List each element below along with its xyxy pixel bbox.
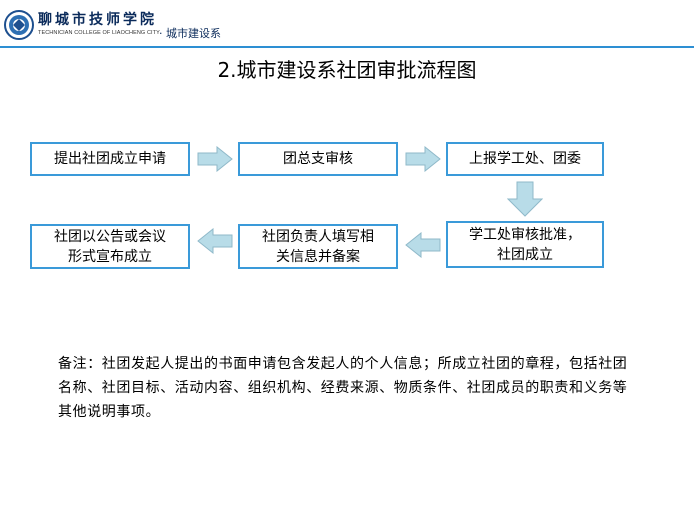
flow-step-label-line2: 形式宣布成立 <box>68 248 152 265</box>
remarks-note: 备注：社团发起人提出的书面申请包含发起人的个人信息；所成立社团的章程，包括社团名… <box>58 356 628 420</box>
school-name-en: TECHNICIAN COLLEGE OF LIAOCHENG CITY <box>38 30 160 36</box>
header: 聊城市技师学院 TECHNICIAN COLLEGE OF LIAOCHENG … <box>0 0 694 48</box>
flow-step-register-info: 社团负责人填写相 关信息并备案 <box>238 224 398 269</box>
arrow-right-icon <box>405 146 441 172</box>
flow-step-label: 提出社团成立申请 <box>54 151 166 167</box>
flow-step-label-line1: 社团以公告或会议 <box>54 228 166 245</box>
flow-step-label-line2: 关信息并备案 <box>276 248 360 265</box>
flow-step-submit-application: 提出社团成立申请 <box>30 142 190 176</box>
arrow-down-icon <box>507 181 543 217</box>
flow-step-announce-establishment: 社团以公告或会议 形式宣布成立 <box>30 224 190 269</box>
page-title: 2.城市建设系社团审批流程图 <box>217 58 477 82</box>
flow-step-approval: 学工处审核批准， 社团成立 <box>446 221 604 268</box>
school-logo-icon <box>4 10 34 40</box>
flow-step-league-review: 团总支审核 <box>238 142 398 176</box>
flow-step-label-line1: 学工处审核批准， <box>469 226 581 243</box>
arrow-right-icon <box>197 146 233 172</box>
flow-step-label-line2: 社团成立 <box>497 246 553 263</box>
flow-step-report-to-offices: 上报学工处、团委 <box>446 142 604 176</box>
flow-step-label: 团总支审核 <box>283 151 353 167</box>
school-name: 聊城市技师学院 <box>38 12 157 28</box>
department-tag: · 城市建设系 <box>159 27 221 40</box>
arrow-left-icon <box>197 228 233 254</box>
arrow-left-icon <box>405 232 441 258</box>
header-divider <box>0 46 694 48</box>
flow-step-label-line1: 社团负责人填写相 <box>262 228 374 245</box>
flow-step-label: 上报学工处、团委 <box>469 151 581 167</box>
